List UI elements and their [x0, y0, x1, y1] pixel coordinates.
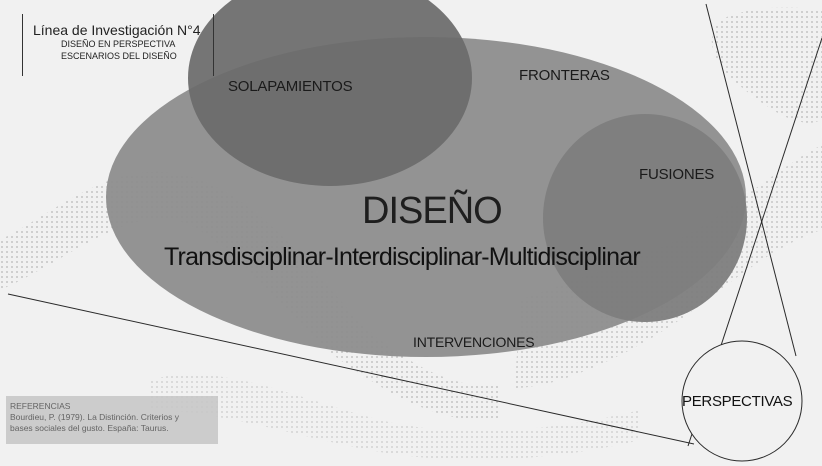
dotted-wave-bottom [150, 374, 640, 460]
research-line-subtitle-2: ESCENARIOS DEL DISEÑO [61, 51, 177, 61]
subtitle-disciplines: Transdisciplinar-Interdisciplinar-Multid… [164, 243, 641, 271]
perspective-line-top [705, 3, 797, 357]
fusion-circle [543, 114, 747, 322]
reference-line-2: bases sociales del gusto. España: Taurus… [10, 423, 169, 433]
perspective-line-left [7, 293, 695, 445]
references-box: REFERENCIAS Bourdieu, P. (1979). La Dist… [6, 396, 218, 444]
label-fronteras: FRONTERAS [519, 67, 610, 84]
label-intervenciones: INTERVENCIONES [413, 334, 535, 350]
dotted-blob-top-right [711, 7, 822, 123]
perspectives-circle [681, 340, 803, 462]
reference-line-1: Bourdieu, P. (1979). La Distinción. Crit… [10, 412, 179, 422]
label-fusiones: FUSIONES [639, 166, 715, 183]
references-heading: REFERENCIAS [10, 401, 71, 411]
main-label-diseno: DISEÑO [362, 190, 503, 232]
research-line-subtitle-1: DISEÑO EN PERSPECTIVA [61, 39, 176, 49]
label-perspectivas: PERSPECTIVAS [682, 393, 793, 410]
research-line-title: Línea de Investigación N°4 [33, 22, 201, 38]
dotted-wave-left [0, 171, 500, 421]
label-solapamientos: SOLAPAMIENTOS [228, 78, 353, 95]
overlap-ellipse [188, 0, 472, 186]
research-line-header: Línea de Investigación N°4 DISEÑO EN PER… [22, 14, 214, 76]
